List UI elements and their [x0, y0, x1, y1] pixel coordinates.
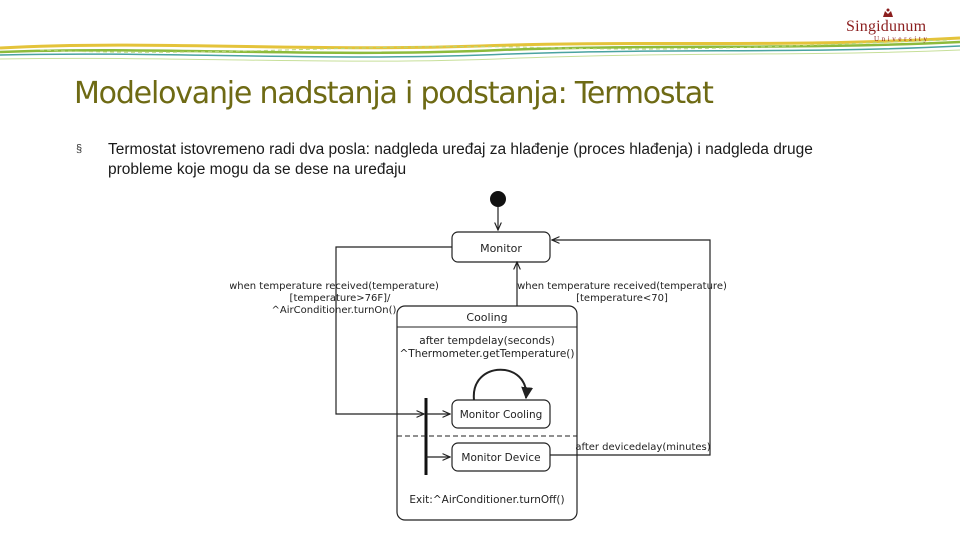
right-transition-label-2: [temperature<70]	[576, 293, 668, 304]
right-transition-label-1: when temperature received(temperature)	[517, 281, 727, 292]
state-diagram: Monitor Cooling after tempdelay(seconds)…	[230, 188, 730, 528]
slide-title: Modelovanje nadstanja i podstanja: Termo…	[74, 76, 713, 111]
bullet-text: Termostat istovremeno radi dva posla: na…	[108, 140, 828, 180]
bullet-marker: §	[76, 143, 82, 155]
left-transition-label-3: ^AirConditioner.turnOn()	[272, 305, 397, 316]
logo-subtitle: University	[874, 35, 930, 43]
substate-monitor-device-label: Monitor Device	[461, 452, 540, 464]
state-monitor-label: Monitor	[480, 242, 522, 255]
university-logo: Singidunum University	[838, 8, 948, 48]
header-swoosh-decoration	[0, 18, 960, 78]
substate-monitor-cooling-label: Monitor Cooling	[460, 409, 543, 421]
device-delay-label: after devicedelay(minutes)	[575, 442, 710, 453]
logo-name: Singidunum	[846, 18, 926, 36]
exit-action-label: Exit:^AirConditioner.turnOff()	[409, 494, 564, 506]
initial-state-dot	[490, 191, 506, 207]
left-transition-label-1: when temperature received(temperature)	[230, 281, 439, 292]
left-transition-label-2: [temperature>76F]/	[290, 293, 392, 304]
inner-delay-label: after tempdelay(seconds)	[419, 335, 554, 347]
inner-get-temperature-label: ^Thermometer.getTemperature()	[399, 348, 574, 360]
crest-icon	[882, 8, 894, 18]
superstate-cooling-label: Cooling	[466, 311, 507, 324]
